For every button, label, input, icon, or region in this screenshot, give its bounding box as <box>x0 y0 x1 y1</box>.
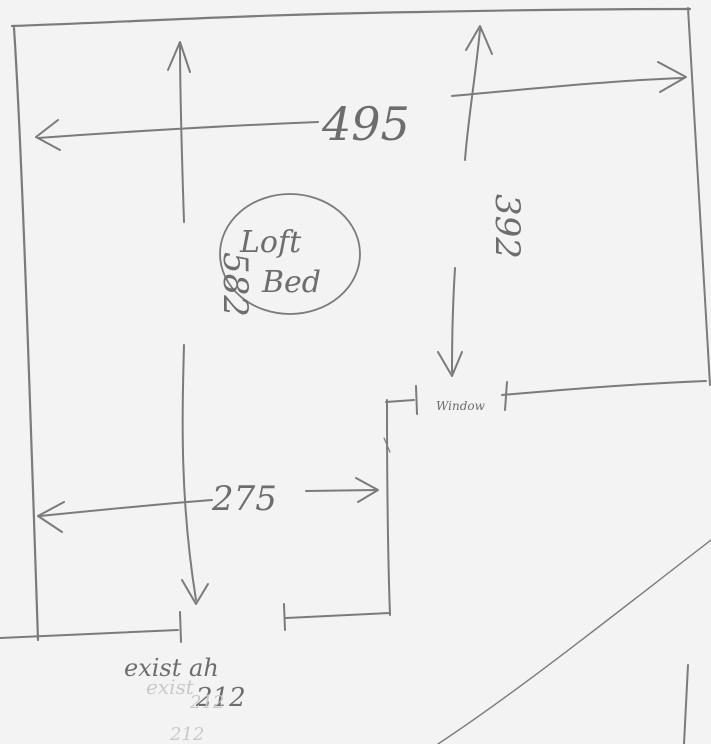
wall-bottom-right <box>285 612 391 619</box>
door-note-line1: exist ah <box>124 654 219 682</box>
dim-overall-width-line-right <box>451 77 685 97</box>
ghost-text-line2: 212 <box>189 692 224 713</box>
dim-lower-width-arrowhead-right <box>355 477 379 503</box>
dim-overall-width-arrowhead-right <box>657 61 687 93</box>
dim-overall-width-line-left <box>37 121 319 139</box>
wall-right-top <box>687 7 711 386</box>
wall-step-vertical <box>386 399 391 616</box>
dim-left-depth-line-top <box>179 43 185 223</box>
window-label: Window <box>436 399 486 413</box>
dim-left-depth-label: 582 <box>215 252 255 317</box>
dim-overall-width-arrowhead-left <box>35 119 61 151</box>
wall-right-lower <box>501 380 707 396</box>
wall-bottom-left <box>0 629 179 639</box>
wall-tick-left <box>383 437 391 453</box>
ghost-text-line3: 212 <box>169 724 204 744</box>
dim-lower-width-arrowhead-left <box>37 501 65 533</box>
dim-overall-width-label: 495 <box>321 97 410 151</box>
dim-left-depth-arrowhead-top <box>167 41 191 73</box>
dim-right-depth-label: 392 <box>487 194 527 259</box>
ghost-text-line1: exist <box>146 675 195 699</box>
paper-edge-curve <box>437 539 711 744</box>
dim-right-depth-line-bottom <box>451 267 456 373</box>
dim-right-depth-arrowhead-bottom <box>437 351 463 377</box>
dim-right-depth-arrowhead-top <box>465 25 493 55</box>
door-tick-right <box>283 603 286 631</box>
dim-lower-width-label: 275 <box>211 479 277 519</box>
door-tick-left <box>179 611 182 643</box>
window-tick-left <box>415 385 418 415</box>
wall-left <box>12 26 40 642</box>
window-tick-right <box>504 381 508 411</box>
wall-top <box>10 7 692 28</box>
dim-lower-width-line-right <box>305 489 377 492</box>
dim-left-depth-line-bottom <box>181 344 197 601</box>
dim-left-depth-arrowhead-bottom <box>181 579 209 605</box>
room-label-line2: Bed <box>261 265 321 300</box>
dim-right-depth-line-top <box>464 29 481 161</box>
room-label-bubble <box>219 193 361 315</box>
dim-lower-width-line-left <box>39 499 213 517</box>
paper-edge-mark <box>683 664 689 744</box>
room-label-line1: Loft <box>239 225 302 260</box>
door-note-line2: 212 <box>195 683 246 713</box>
wall-step-top <box>385 399 415 403</box>
